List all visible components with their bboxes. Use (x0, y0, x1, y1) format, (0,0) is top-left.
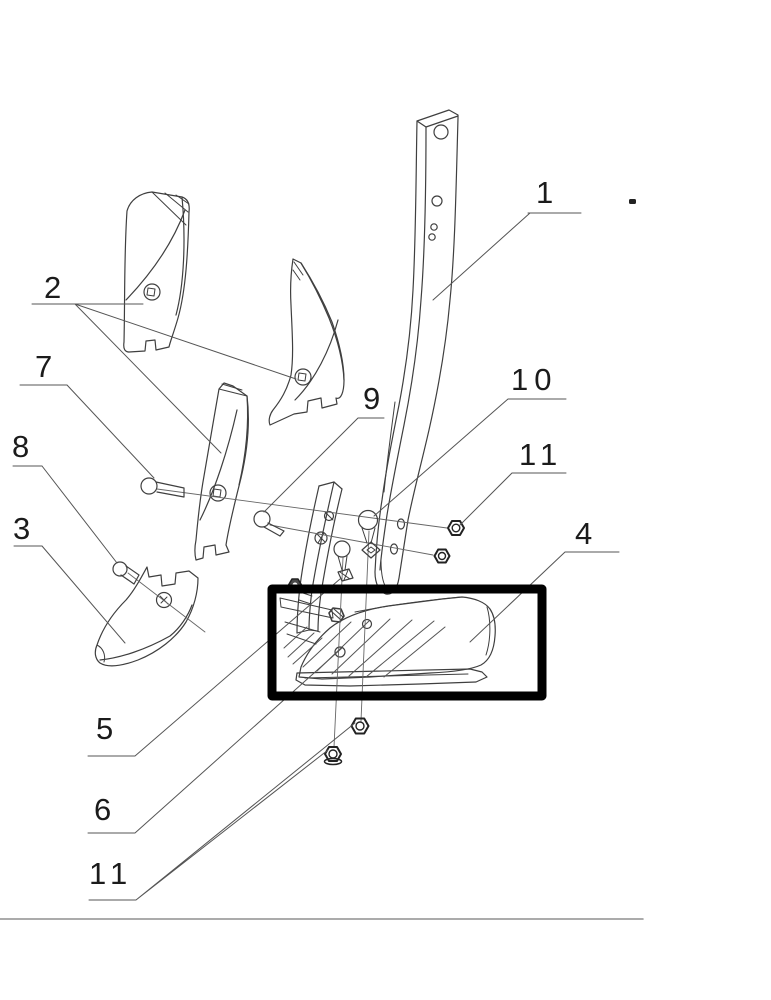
bolt-9-axis-line (269, 524, 434, 556)
bolt-10-axis-line (360, 530, 370, 722)
leader-11-top (459, 472, 567, 526)
leader-3 (13, 545, 126, 644)
leader-10 (373, 398, 567, 517)
callout-9-label: 9 (363, 381, 381, 416)
callout-6-label: 6 (94, 792, 112, 827)
carriage-bolt-lower (333, 540, 354, 582)
stray-dot-mark (629, 199, 636, 204)
moldboard-upper-left-part (123, 191, 190, 353)
plow-bolt-8 (112, 561, 140, 585)
bolt-7-axis-line (156, 488, 448, 529)
carriage-bolt-10 (357, 509, 381, 559)
callout-8-label: 8 (12, 429, 30, 464)
callout-10-label: 10 (511, 362, 558, 397)
callout-11-top-label: 11 (519, 437, 564, 472)
leader-11-bottom (88, 722, 356, 901)
callout-11-bottom-label: 11 (89, 856, 134, 891)
leader-6 (87, 647, 343, 834)
hex-nut-bottom (350, 717, 370, 735)
leader-4 (469, 551, 620, 643)
shank-part (374, 109, 459, 595)
leader-1 (432, 212, 582, 301)
callout-leader-lines (12, 212, 620, 901)
callout-1-label: 1 (536, 175, 554, 210)
hex-nut-upper-right (447, 520, 465, 536)
leader-7 (19, 384, 155, 479)
callout-3-label: 3 (13, 511, 31, 546)
plow-bolt-7 (140, 477, 185, 498)
leader-9 (263, 417, 385, 513)
callout-2-label: 2 (44, 270, 62, 305)
reversible-point-part (94, 566, 199, 667)
moldboard-right-part (268, 258, 345, 426)
fasteners (112, 477, 465, 766)
flange-nut-inside-box (328, 607, 345, 623)
flange-nut-bottom (323, 746, 343, 766)
share-part (279, 596, 496, 687)
hex-nut-mid-right (433, 548, 451, 564)
leader-5 (87, 578, 341, 757)
callout-7-label: 7 (35, 349, 53, 384)
callout-4-label: 4 (575, 516, 593, 551)
leader-8 (12, 465, 118, 564)
moldboard-lower-part (194, 382, 249, 561)
carriage-bolt-9 (253, 510, 285, 537)
callout-5-label: 5 (96, 711, 114, 746)
bolt-8-axis-line (127, 572, 206, 633)
leader-2 (31, 303, 297, 454)
highlight-rectangle (267, 584, 547, 701)
